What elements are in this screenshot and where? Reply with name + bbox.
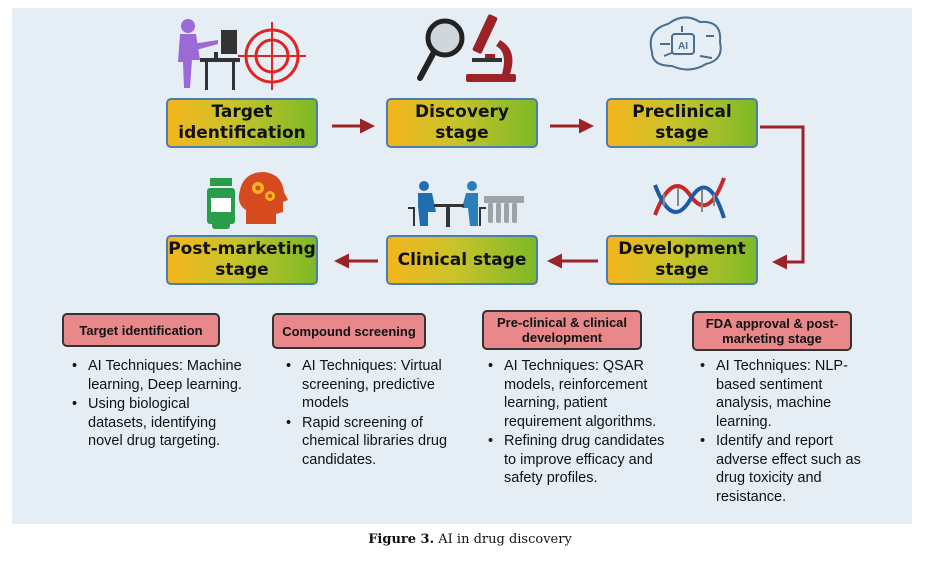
person-at-computer-icon xyxy=(178,19,240,90)
head-gears-icon xyxy=(238,172,288,224)
list-item: AI Techniques: Machine learning, Deep le… xyxy=(72,357,252,394)
test-tubes-icon xyxy=(484,196,524,223)
list-item: Refining drug candidates to improve effi… xyxy=(488,432,678,488)
list-item: AI Techniques: NLP-based sentiment analy… xyxy=(700,357,880,431)
magnifier-icon xyxy=(417,18,465,81)
heading-compound-screening: Compound screening xyxy=(272,313,426,349)
bullets-fda-approval: AI Techniques: NLP-based sentiment analy… xyxy=(700,357,880,507)
ai-chip-label: AI xyxy=(678,41,688,52)
stage-target-identification: Target identification xyxy=(166,98,318,148)
bullets-target-identification: AI Techniques: Machine learning, Deep le… xyxy=(72,357,252,452)
medicine-bottle-icon xyxy=(207,178,235,229)
dna-helix-icon xyxy=(653,177,726,219)
target-crosshair-icon xyxy=(238,22,306,90)
heading-preclinical-clinical: Pre-clinical & clinical development xyxy=(482,310,642,350)
caption-text: AI in drug discovery xyxy=(438,532,572,547)
heading-fda-approval: FDA approval & post-marketing stage xyxy=(692,311,852,351)
list-item: Rapid screening of chemical libraries dr… xyxy=(286,414,456,470)
bullets-preclinical-clinical: AI Techniques: QSAR models, reinforcemen… xyxy=(488,357,678,489)
stage-clinical: Clinical stage xyxy=(386,235,538,285)
bullets-compound-screening: AI Techniques: Virtual screening, predic… xyxy=(286,357,456,470)
stage-discovery: Discovery stage xyxy=(386,98,538,148)
arrow-preclinical-to-development xyxy=(760,125,805,270)
clinic-meeting-icon xyxy=(408,181,486,227)
list-item: AI Techniques: Virtual screening, predic… xyxy=(286,357,456,413)
stage-development: Development stage xyxy=(606,235,758,285)
stage-post-marketing: Post-marketing stage xyxy=(166,235,318,285)
figure-caption: Figure 3. AI in drug discovery xyxy=(0,532,940,547)
ai-brain-icon xyxy=(649,16,722,71)
microscope-icon xyxy=(466,14,516,82)
caption-label: Figure 3. xyxy=(368,532,435,547)
heading-target-identification: Target identification xyxy=(62,313,220,347)
list-item: Using biological datasets, identifying n… xyxy=(72,395,252,451)
list-item: AI Techniques: QSAR models, reinforcemen… xyxy=(488,357,678,431)
list-item: Identify and report adverse effect such … xyxy=(700,432,880,506)
stage-preclinical: Preclinical stage xyxy=(606,98,758,148)
